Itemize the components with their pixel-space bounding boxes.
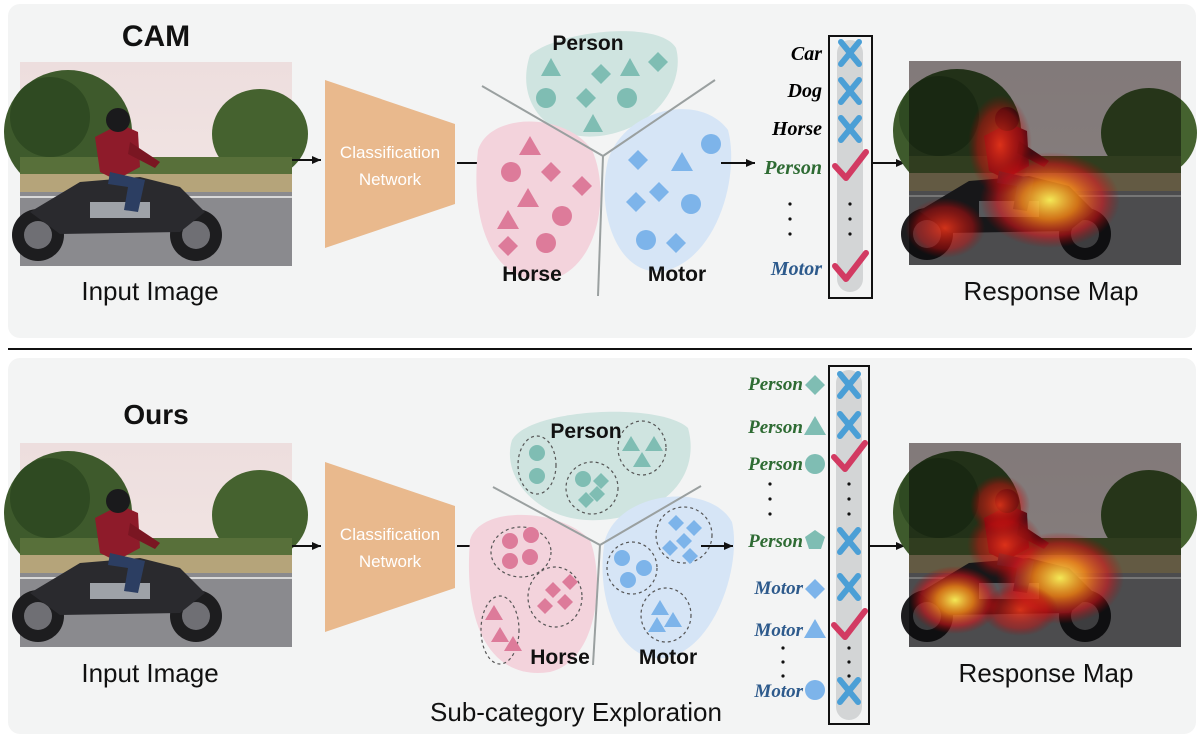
bottom-decision-boundaries bbox=[492, 485, 702, 666]
top-input-image bbox=[4, 62, 308, 266]
bottom-horse-cluster-label: Horse bbox=[530, 646, 590, 669]
bottom-horse-shapes bbox=[485, 527, 578, 651]
top-class-label-person: Person bbox=[763, 157, 822, 179]
top-class-ellipsis bbox=[788, 202, 852, 236]
top-class-label-motor: Motor bbox=[770, 258, 822, 280]
bottom-motor-cluster bbox=[602, 496, 735, 659]
bottom-person-cluster-label: Person bbox=[550, 420, 621, 443]
bottom-class-label-motor-circle: Motor bbox=[753, 681, 803, 702]
top-cross-icon-horse bbox=[838, 115, 862, 143]
bottom-panel-background bbox=[8, 358, 1196, 734]
sub-category-exploration-caption: Sub-category Exploration bbox=[430, 697, 722, 727]
bottom-class-label-person-circle: Person bbox=[747, 454, 803, 475]
bottom-class-ellipsis bbox=[768, 482, 851, 678]
bottom-class-label-person-diamond: Person bbox=[747, 374, 803, 395]
top-person-cluster bbox=[526, 31, 678, 137]
bottom-class-label-motor-diamond: Motor bbox=[753, 578, 803, 599]
pentagon-icon bbox=[805, 530, 825, 549]
bottom-cross-marks bbox=[837, 371, 861, 705]
bottom-motor-cluster-label: Motor bbox=[639, 646, 697, 669]
bottom-motor-shapes bbox=[614, 515, 702, 632]
bottom-class-label-motor-triangle: Motor bbox=[753, 620, 803, 641]
top-motor-cluster-label: Motor bbox=[648, 263, 706, 286]
triangle-icon bbox=[804, 416, 826, 435]
top-classification-network bbox=[325, 80, 455, 248]
cross-icon bbox=[837, 371, 861, 399]
bottom-class-labels: Person Person Person Person Motor Motor … bbox=[747, 374, 804, 702]
top-network-label-line1: Classification bbox=[340, 143, 440, 162]
bottom-input-caption: Input Image bbox=[81, 658, 218, 688]
bottom-class-label-person-triangle: Person bbox=[747, 417, 803, 438]
top-check-icon-person bbox=[832, 149, 869, 181]
top-class-list-box bbox=[828, 35, 873, 299]
bottom-person-cluster bbox=[509, 411, 691, 521]
cross-icon bbox=[837, 411, 861, 439]
top-cross-marks bbox=[838, 39, 862, 143]
bottom-class-label-person-pentagon: Person bbox=[747, 531, 803, 552]
bottom-network-label-line2: Network bbox=[359, 552, 422, 571]
triangle-icon bbox=[804, 619, 826, 638]
bottom-response-heatmap bbox=[909, 475, 1124, 636]
top-check-icon-motor bbox=[832, 250, 869, 282]
top-motor-cluster bbox=[604, 109, 732, 272]
top-response-heatmap bbox=[905, 95, 1120, 258]
top-person-shapes bbox=[536, 52, 668, 132]
diamond-icon bbox=[805, 375, 825, 395]
top-network-label-line2: Network bbox=[359, 170, 422, 189]
circle-icon bbox=[805, 454, 825, 474]
sub-category-groupings bbox=[480, 420, 713, 665]
bottom-classification-network bbox=[325, 462, 455, 632]
top-panel-title: CAM bbox=[122, 20, 190, 53]
top-input-caption: Input Image bbox=[81, 276, 218, 306]
cross-icon bbox=[837, 677, 861, 705]
top-cross-icon-car bbox=[838, 39, 862, 67]
top-person-cluster-label: Person bbox=[552, 32, 623, 55]
bottom-panel-title: Ours bbox=[123, 399, 188, 430]
cross-icon bbox=[837, 573, 861, 601]
diamond-icon bbox=[805, 579, 825, 599]
bottom-check-marks bbox=[831, 440, 868, 640]
top-horse-shapes bbox=[497, 136, 592, 256]
top-class-label-dog: Dog bbox=[787, 80, 822, 102]
top-horse-cluster-label: Horse bbox=[502, 263, 562, 286]
bottom-network-label-line1: Classification bbox=[340, 525, 440, 544]
top-cross-icon-dog bbox=[838, 77, 862, 105]
top-check-marks bbox=[832, 149, 869, 282]
check-icon bbox=[831, 440, 868, 472]
circle-icon bbox=[805, 680, 825, 700]
top-output-caption: Response Map bbox=[964, 276, 1139, 306]
top-motor-shapes bbox=[626, 134, 721, 253]
bottom-input-image bbox=[4, 443, 308, 647]
check-icon bbox=[831, 608, 868, 640]
top-class-label-horse: Horse bbox=[771, 118, 822, 140]
top-class-label-car: Car bbox=[791, 43, 822, 65]
bottom-class-shape-icons bbox=[804, 375, 826, 700]
bottom-person-shapes bbox=[529, 436, 663, 508]
top-decision-boundaries bbox=[481, 79, 716, 297]
top-class-labels: Car Dog Horse Person Motor bbox=[763, 43, 822, 280]
bottom-output-caption: Response Map bbox=[959, 658, 1134, 688]
bottom-class-list-box bbox=[828, 365, 870, 725]
cross-icon bbox=[837, 527, 861, 555]
